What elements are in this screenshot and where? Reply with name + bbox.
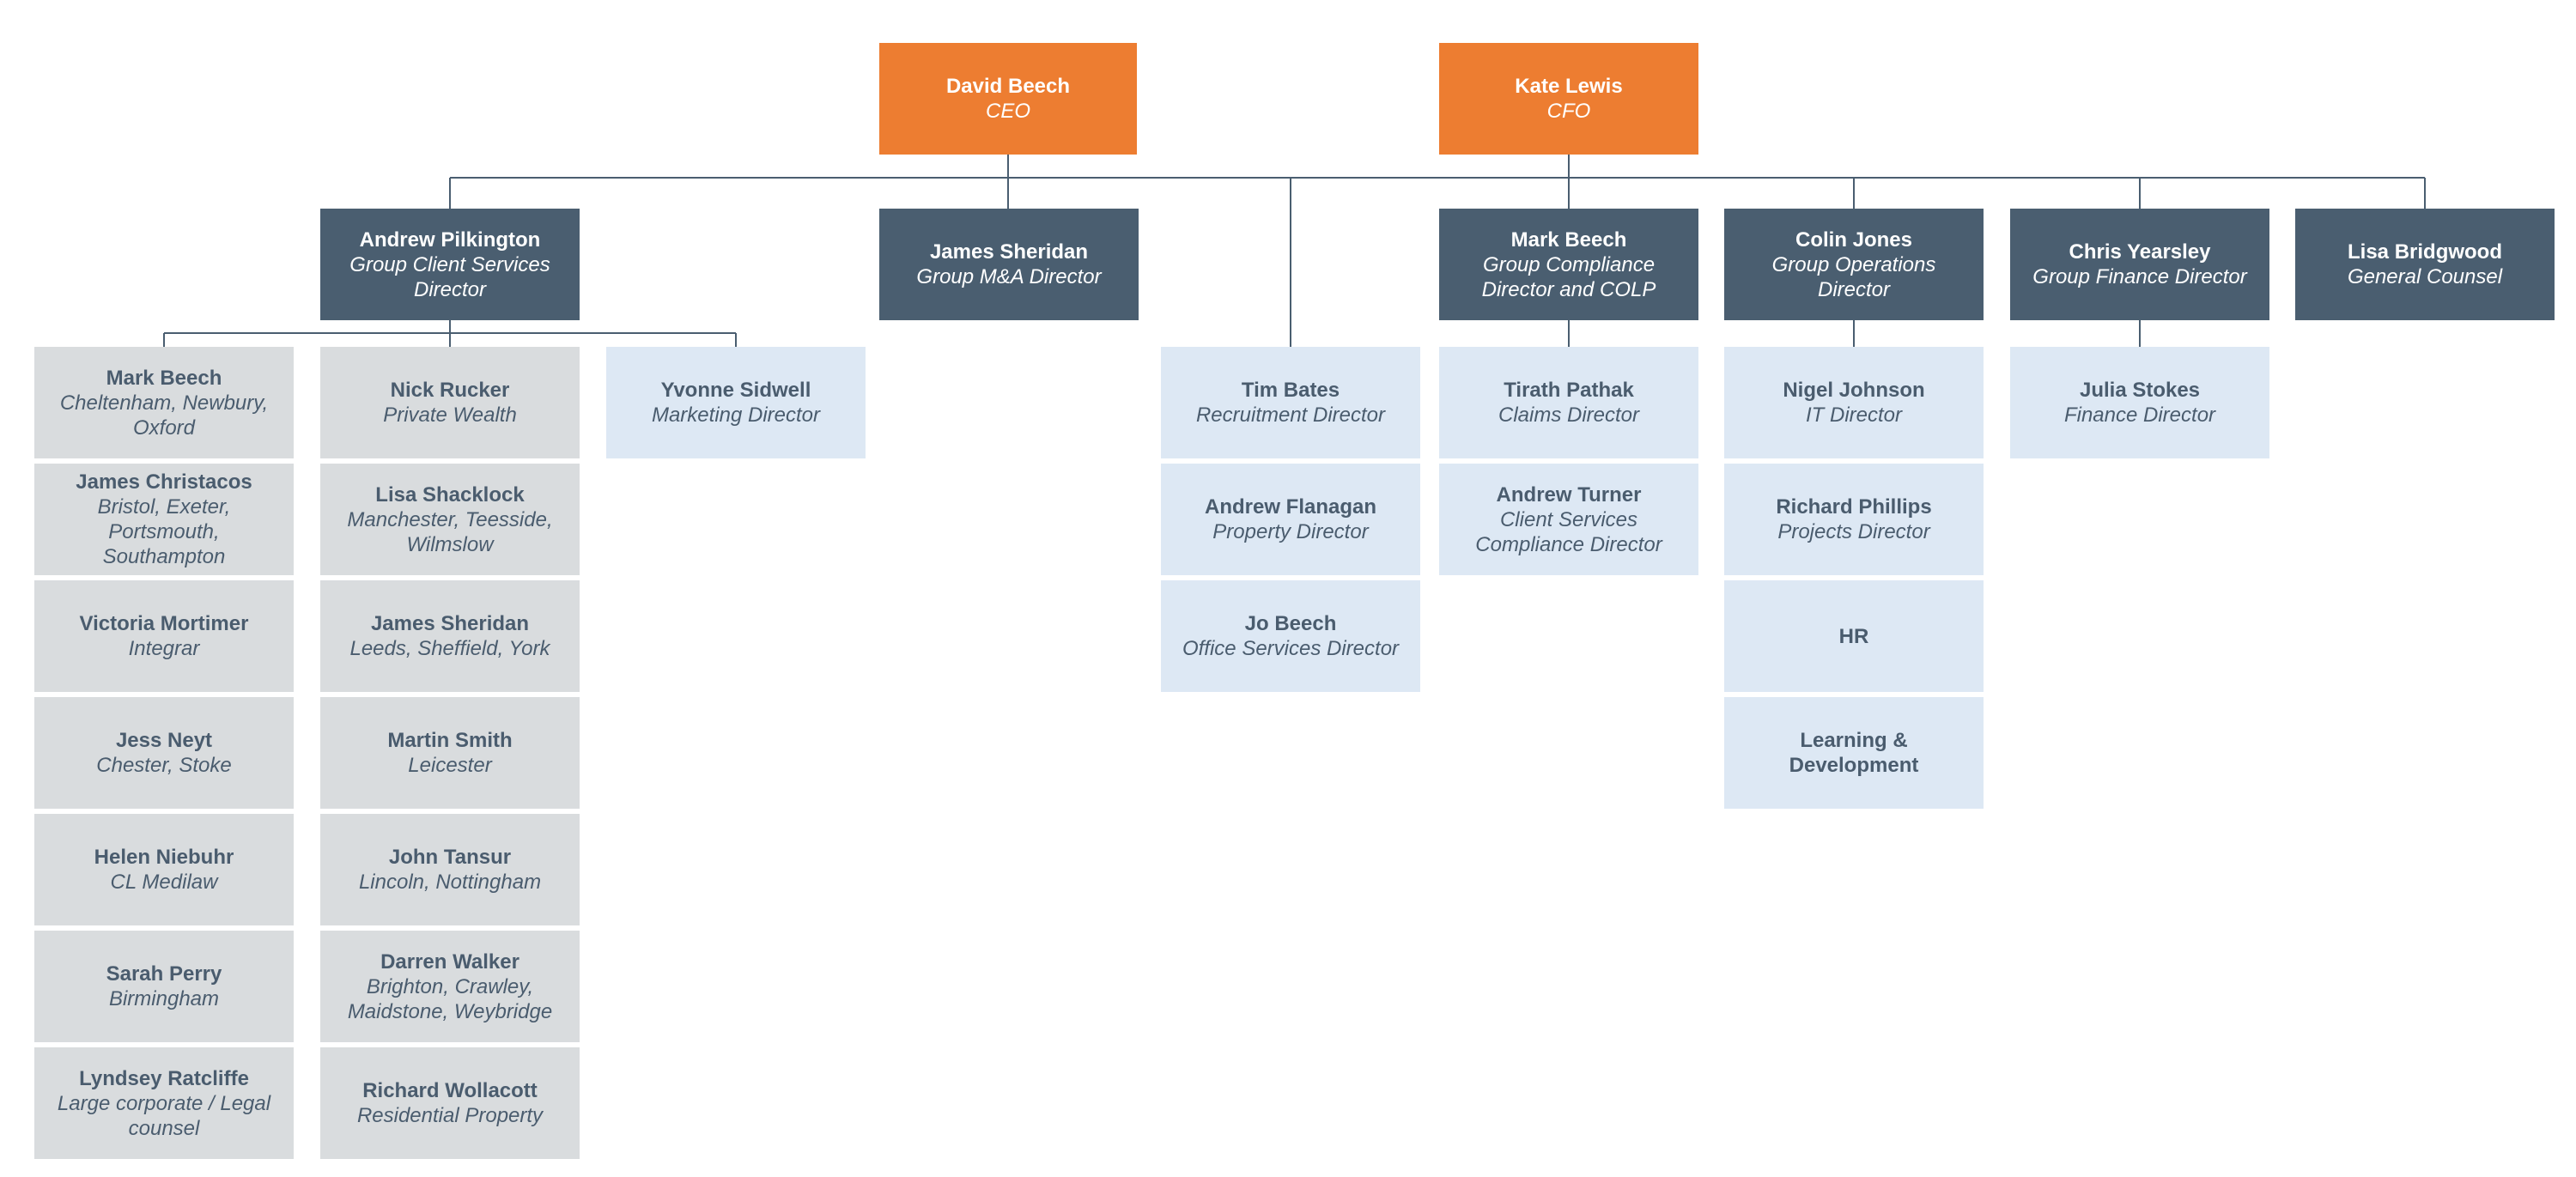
region-box: Lyndsey Ratcliffe Large corporate / Lega… [34,1047,294,1159]
region-box: Victoria Mortimer Integrar [34,580,294,692]
director-box-ma: James Sheridan Group M&A Director [879,209,1139,320]
executive-name: David Beech [945,75,1071,98]
region-box: Lisa Shacklock Manchester, Teesside, Wil… [320,464,580,575]
director-box-client-services: Andrew Pilkington Group Client Services … [320,209,580,320]
department-head-role: Property Director [1212,520,1369,543]
region-lead-name: Sarah Perry [106,962,222,986]
region-area: Integrar [128,637,200,660]
region-area: Leicester [408,754,492,777]
region-lead-name: Lisa Shacklock [375,482,525,507]
executive-box-cfo: Kate Lewis CFO [1439,43,1698,155]
department-head-name: Julia Stokes [2079,379,2201,402]
department-head-name: Richard Phillips [1776,495,1932,519]
executive-box-ceo: David Beech CEO [879,43,1137,155]
department-box: Julia Stokes Finance Director [2010,347,2269,458]
region-box: James Christacos Bristol, Exeter, Portsm… [34,464,294,575]
region-box: Martin Smith Leicester [320,697,580,809]
region-lead-name: Darren Walker [380,949,519,974]
region-area: Residential Property [356,1104,544,1127]
director-name: Colin Jones [1795,228,1913,252]
department-box-hr: HR [1724,580,1984,692]
region-box: Sarah Perry Birmingham [34,931,294,1042]
region-area: Manchester, Teesside, Wilmslow [347,507,553,556]
director-name: Chris Yearsley [2069,240,2211,264]
region-area: Birmingham [108,987,220,1010]
director-name: James Sheridan [929,240,1089,264]
region-area: Brighton, Crawley, Maidstone, Weybridge [347,974,553,1023]
region-area: Bristol, Exeter, Portsmouth, Southampton [97,495,231,568]
director-role: Group Client Services Director [349,252,550,301]
director-role: Group M&A Director [916,265,1102,288]
department-box: Tim Bates Recruitment Director [1161,347,1420,458]
director-box-general-counsel: Lisa Bridgwood General Counsel [2295,209,2555,320]
region-area: Chester, Stoke [96,754,232,777]
region-lead-name: James Sheridan [370,612,530,635]
region-box: Mark Beech Cheltenham, Newbury, Oxford [34,347,294,458]
region-lead-name: Helen Niebuhr [94,846,234,869]
department-head-name: Yvonne Sidwell [660,379,811,402]
director-box-finance: Chris Yearsley Group Finance Director [2010,209,2269,320]
region-lead-name: Martin Smith [387,729,513,752]
region-area: Lincoln, Nottingham [358,871,542,894]
director-role: Group Compliance Director and COLP [1481,252,1656,301]
department-head-role: Marketing Director [651,403,821,427]
director-role: Group Operations Director [1771,252,1936,301]
department-head-role: Client Services Compliance Director [1475,507,1662,556]
region-box: James Sheridan Leeds, Sheffield, York [320,580,580,692]
department-head-name: Tirath Pathak [1504,379,1634,402]
director-name: Andrew Pilkington [359,228,541,252]
region-lead-name: Jess Neyt [115,729,213,752]
department-head-name: Tim Bates [1241,379,1340,402]
department-head-name: Jo Beech [1244,612,1337,635]
department-box-marketing: Yvonne Sidwell Marketing Director [606,347,866,458]
region-lead-name: Victoria Mortimer [79,612,249,635]
director-box-compliance: Mark Beech Group Compliance Director and… [1439,209,1698,320]
region-box: John Tansur Lincoln, Nottingham [320,814,580,925]
department-head-name: Nigel Johnson [1783,379,1925,402]
department-head-name: Andrew Turner [1496,482,1642,507]
department-name: Learning & Development [1789,729,1919,777]
region-box: Nick Rucker Private Wealth [320,347,580,458]
region-box: Richard Wollacott Residential Property [320,1047,580,1159]
department-box-learning: Learning & Development [1724,697,1984,809]
department-box: Andrew Turner Client Services Compliance… [1439,464,1698,575]
department-head-role: Office Services Director [1182,637,1400,660]
region-lead-name: Lyndsey Ratcliffe [79,1066,249,1090]
director-role: Group Finance Director [2032,265,2247,288]
department-box: Andrew Flanagan Property Director [1161,464,1420,575]
director-box-operations: Colin Jones Group Operations Director [1724,209,1984,320]
region-lead-name: John Tansur [388,846,512,869]
department-box: Tirath Pathak Claims Director [1439,347,1698,458]
region-box: Helen Niebuhr CL Medilaw [34,814,294,925]
region-lead-name: Richard Wollacott [362,1079,538,1102]
department-head-name: Andrew Flanagan [1204,495,1377,519]
department-head-role: Projects Director [1777,520,1930,543]
department-box: Richard Phillips Projects Director [1724,464,1984,575]
executive-role: CFO [1546,100,1591,123]
department-head-role: IT Director [1805,403,1902,427]
region-lead-name: Mark Beech [106,366,222,390]
department-head-role: Recruitment Director [1195,403,1386,427]
director-name: Mark Beech [1510,228,1627,252]
department-box: Nigel Johnson IT Director [1724,347,1984,458]
department-name: HR [1838,624,1869,648]
region-area: Cheltenham, Newbury, Oxford [59,391,269,440]
region-lead-name: James Christacos [76,470,252,494]
executive-name: Kate Lewis [1515,75,1623,98]
region-lead-name: Nick Rucker [390,379,510,402]
region-area: Large corporate / Legal counsel [57,1091,271,1140]
director-name: Lisa Bridgwood [2348,240,2502,264]
department-box: Jo Beech Office Services Director [1161,580,1420,692]
executive-role: CEO [985,100,1030,123]
department-head-role: Claims Director [1498,403,1639,427]
region-area: Leeds, Sheffield, York [349,637,550,660]
region-box: Darren Walker Brighton, Crawley, Maidsto… [320,931,580,1042]
region-box: Jess Neyt Chester, Stoke [34,697,294,809]
region-area: CL Medilaw [110,871,218,894]
director-role: General Counsel [2347,265,2503,288]
region-area: Private Wealth [383,403,517,427]
department-head-role: Finance Director [2063,403,2216,427]
